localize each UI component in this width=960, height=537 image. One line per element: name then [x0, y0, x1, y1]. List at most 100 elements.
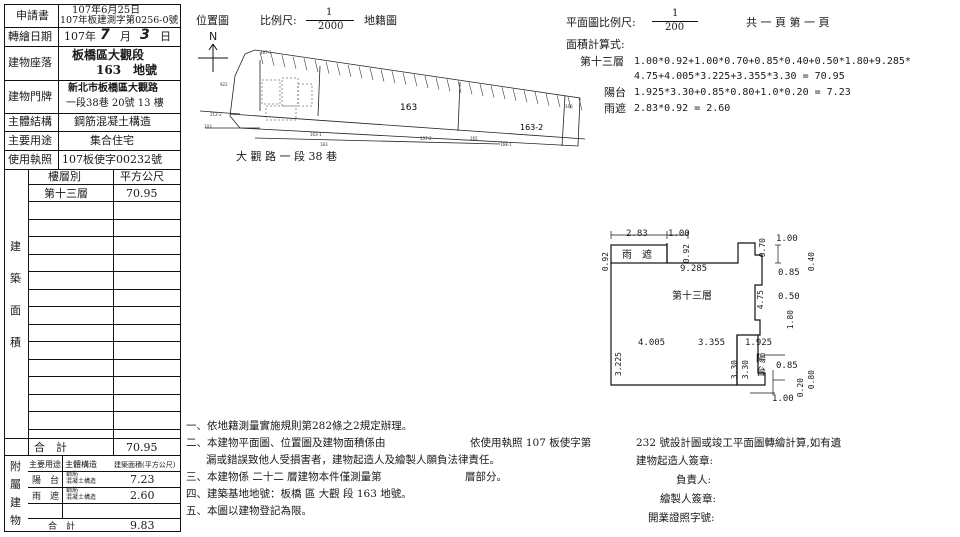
- site-plan-title: 位置圖: [196, 14, 229, 27]
- dim-label: 0.40: [807, 252, 816, 272]
- parcel-hatch: [281, 55, 286, 68]
- note-3a: 三、本建物係 二十二 層建物本件僅測量第: [186, 471, 382, 483]
- street-label: 大 觀 路 一 段 38 巷: [236, 150, 337, 163]
- balcony-label-1: 陽: [756, 354, 766, 365]
- table-row-line: [28, 341, 181, 342]
- parcel-hatch: [369, 67, 374, 81]
- license-value: 107板使字00232號: [62, 153, 162, 166]
- signature-responsible: 負責人:: [676, 474, 712, 486]
- floor-row-name: 第十三層: [44, 187, 88, 200]
- table-row-line: [28, 394, 181, 395]
- parcel-hatch: [523, 90, 528, 103]
- parcel-hatch: [336, 63, 341, 76]
- table-row-line: [28, 254, 181, 255]
- annex-total-value: 9.83: [130, 519, 155, 532]
- site-map-label: 地籍圖: [364, 14, 397, 27]
- site-scale-den: 2000: [318, 21, 344, 32]
- parcel-hatch: [347, 64, 352, 77]
- license-label: 使用執照: [8, 153, 52, 166]
- dim-label: 0.50: [778, 292, 800, 302]
- annex-row-structure: 混凝土構造: [66, 478, 97, 485]
- parcel-hatch: [545, 93, 550, 106]
- annex-total-label: 合 計: [48, 522, 76, 532]
- total-label: 合 計: [34, 441, 67, 454]
- table-row-line: [28, 236, 181, 237]
- floor-header: 樓層別: [48, 170, 81, 183]
- address-line-1: 新北市板橋區大觀路: [68, 83, 158, 94]
- dim-label: 4.75: [756, 290, 765, 310]
- note-2d: 漏或錯誤致他人受損害者，建物起造人及繪製人願負法律責任。: [206, 454, 500, 466]
- table-row-line: [28, 306, 181, 307]
- balcony-label-2: 台: [756, 367, 766, 378]
- north-label: N: [209, 30, 218, 43]
- use-label: 主要用途: [8, 134, 52, 147]
- parcel-hatch: [468, 82, 473, 95]
- parcel-hatch: [512, 88, 517, 101]
- calc-label: 面積計算式:: [566, 38, 625, 51]
- table-row-line: [28, 429, 181, 430]
- building-area-label-3: 面: [10, 304, 21, 317]
- site-scale-label: 比例尺:: [260, 14, 297, 27]
- parcel-hatch: [402, 72, 407, 85]
- dim-label: 1.00: [668, 229, 690, 239]
- dim-label: 0.85: [778, 268, 800, 278]
- dim-label: 0.80: [807, 370, 816, 390]
- dim-label: 1.925: [745, 338, 773, 348]
- calc-row-line: 1.925*3.30+0.85*0.80+1.0*0.20 = 7.23: [634, 87, 851, 98]
- canopy-label: 雨 遮: [622, 250, 652, 261]
- parcel-hatch: [490, 85, 495, 98]
- dim-label: 3.30: [741, 360, 750, 380]
- floor-plan-outline: [610, 231, 785, 395]
- parcel-hatch: [303, 58, 308, 71]
- annex-label-3: 建: [10, 496, 21, 509]
- parcel-hatch: [446, 79, 451, 92]
- signature-drafter: 繪製人簽章:: [660, 493, 717, 505]
- note-2b: 依使用執照 107 板使字第: [470, 437, 592, 449]
- application-date: 107年6月25日: [72, 5, 141, 16]
- table-row-line: [28, 201, 181, 202]
- structure-label: 主體結構: [8, 115, 52, 128]
- page-info: 共 一 頁 第 一 頁: [746, 16, 830, 29]
- table-row-line: [28, 359, 181, 360]
- dim-label: 4.005: [638, 338, 666, 348]
- dim-label: 2.83: [626, 229, 648, 239]
- structure-value: 鋼筋混凝土構造: [74, 115, 151, 128]
- total-value: 70.95: [126, 441, 158, 454]
- location-line-2: 163 地號: [96, 63, 158, 77]
- dim-label: 0.85: [776, 361, 798, 371]
- drawn-date-day: 3: [140, 27, 150, 43]
- table-row-line: [28, 376, 181, 377]
- dim-label: 3.225: [614, 352, 623, 377]
- annex-row-structure: 鋼筋: [66, 487, 79, 494]
- annex-row-area: 2.60: [130, 489, 155, 502]
- address-line-2: 一段38巷 20號 13 樓: [66, 98, 164, 109]
- note-3b: 層部分。: [465, 471, 507, 483]
- svg-text:163: 163: [400, 103, 417, 113]
- svg-text:166: 166: [565, 104, 573, 109]
- area-header: 平方公尺: [120, 170, 164, 183]
- parcel-hatch: [567, 96, 572, 109]
- dim-label: 1.00: [776, 234, 798, 244]
- annex-row-use: 雨 遮: [32, 492, 60, 502]
- dim-label: 0.70: [758, 238, 767, 258]
- calc-row-line: 1.00*0.92+1.00*0.70+0.85*0.40+0.50*1.80+…: [634, 56, 911, 67]
- parcel-hatch: [314, 59, 319, 73]
- building-area-label-4: 積: [10, 336, 21, 349]
- svg-text:168-1: 168-1: [500, 142, 512, 147]
- parcel-hatch: [578, 98, 583, 111]
- svg-text:163-1: 163-1: [310, 132, 322, 137]
- annex-row-use: 陽 台: [32, 476, 60, 486]
- use-value: 集合住宅: [90, 134, 134, 147]
- address-label: 建物門牌: [8, 90, 52, 103]
- parcel-hatch: [325, 61, 330, 74]
- floor-label: 第十三層: [672, 291, 712, 302]
- svg-text:137-2: 137-2: [420, 136, 432, 141]
- table-row-line: [28, 271, 181, 272]
- note-2c: 232 號設計圖或竣工平面圖轉繪計算,如有遺: [636, 437, 842, 449]
- note-1: 一、依地籍測量實施規則第282條之2規定辦理。: [186, 420, 413, 432]
- parcel-hatch: [534, 91, 539, 105]
- floor-scale-num: 1: [672, 8, 679, 19]
- parcel-hatch: [424, 75, 429, 89]
- dim-label: 0.20: [796, 378, 805, 398]
- annex-header-use: 主要用途: [29, 460, 61, 469]
